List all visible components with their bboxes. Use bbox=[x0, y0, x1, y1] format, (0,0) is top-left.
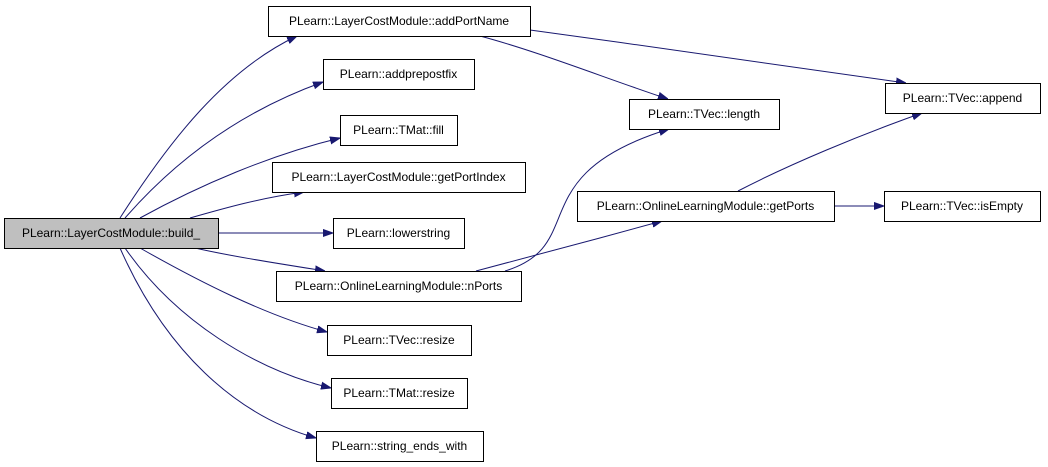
node-box-tvec_isEmpty bbox=[884, 191, 1041, 222]
node-label-tvec_append: PLearn::TVec::append bbox=[903, 91, 1022, 105]
node-box-lowerstring bbox=[333, 218, 465, 249]
node-box-addPortName bbox=[268, 6, 531, 37]
node-box-string_ends_with bbox=[316, 431, 484, 462]
node-box-tvec_length bbox=[629, 99, 780, 130]
edges bbox=[119, 29, 922, 438]
node-label-getPorts: PLearn::OnlineLearningModule::getPorts bbox=[597, 199, 814, 213]
node-box-tvec_resize bbox=[327, 325, 472, 356]
node-label-string_ends_with: PLearn::string_ends_with bbox=[332, 439, 467, 453]
edge-build-to-string_ends_with bbox=[119, 247, 316, 438]
node-box-nPorts bbox=[276, 271, 522, 302]
node-box-getPorts bbox=[577, 191, 835, 222]
node-box-getPortIndex bbox=[272, 162, 526, 193]
edge-addPortName-to-tvec_length bbox=[479, 35, 668, 99]
node-box-tmat_resize bbox=[331, 378, 468, 409]
node-box-tvec_append bbox=[885, 83, 1041, 114]
edge-nPorts-to-getPorts bbox=[475, 221, 662, 272]
node-tmat_fill[interactable]: PLearn::TMat::fill bbox=[340, 115, 458, 146]
edge-nPorts-to-tvec_length bbox=[504, 129, 669, 272]
node-label-tvec_length: PLearn::TVec::length bbox=[648, 107, 760, 121]
node-addprepostfix[interactable]: PLearn::addprepostfix bbox=[323, 59, 475, 90]
node-box-tmat_fill bbox=[340, 115, 458, 146]
node-string_ends_with[interactable]: PLearn::string_ends_with bbox=[316, 431, 484, 462]
edge-getPorts-to-tvec_append bbox=[737, 113, 922, 192]
node-build[interactable]: PLearn::LayerCostModule::build_ bbox=[4, 218, 219, 249]
edge-build-to-getPortIndex bbox=[189, 192, 304, 219]
edge-build-to-tmat_fill bbox=[139, 138, 340, 219]
node-box-addprepostfix bbox=[323, 59, 475, 90]
node-box-build bbox=[4, 218, 219, 249]
node-label-build: PLearn::LayerCostModule::build_ bbox=[22, 226, 200, 240]
node-lowerstring[interactable]: PLearn::lowerstring bbox=[333, 218, 465, 249]
node-label-tvec_resize: PLearn::TVec::resize bbox=[343, 333, 455, 347]
node-tvec_resize[interactable]: PLearn::TVec::resize bbox=[327, 325, 472, 356]
node-label-tmat_resize: PLearn::TMat::resize bbox=[343, 386, 455, 400]
node-tvec_append[interactable]: PLearn::TVec::append bbox=[885, 83, 1041, 114]
node-label-addPortName: PLearn::LayerCostModule::addPortName bbox=[289, 14, 509, 28]
node-getPorts[interactable]: PLearn::OnlineLearningModule::getPorts bbox=[577, 191, 835, 222]
node-tmat_resize[interactable]: PLearn::TMat::resize bbox=[331, 378, 468, 409]
node-label-lowerstring: PLearn::lowerstring bbox=[347, 226, 450, 240]
node-getPortIndex[interactable]: PLearn::LayerCostModule::getPortIndex bbox=[272, 162, 526, 193]
edge-build-to-nPorts bbox=[194, 247, 325, 271]
edge-build-to-addprepostfix bbox=[124, 82, 323, 219]
nodes: PLearn::LayerCostModule::build_ PLearn::L… bbox=[4, 6, 1041, 462]
edge-build-to-addPortName bbox=[119, 36, 297, 219]
edge-build-to-tmat_resize bbox=[124, 247, 331, 388]
node-nPorts[interactable]: PLearn::OnlineLearningModule::nPorts bbox=[276, 271, 522, 302]
edge-build-to-tvec_resize bbox=[139, 247, 327, 332]
node-addPortName[interactable]: PLearn::LayerCostModule::addPortName bbox=[268, 6, 531, 37]
edge-addPortName-to-tvec_append bbox=[529, 29, 906, 83]
node-label-tmat_fill: PLearn::TMat::fill bbox=[353, 123, 444, 137]
node-tvec_length[interactable]: PLearn::TVec::length bbox=[629, 99, 780, 130]
node-tvec_isEmpty[interactable]: PLearn::TVec::isEmpty bbox=[884, 191, 1041, 222]
node-label-tvec_isEmpty: PLearn::TVec::isEmpty bbox=[901, 199, 1023, 213]
node-label-addprepostfix: PLearn::addprepostfix bbox=[340, 67, 457, 81]
node-label-nPorts: PLearn::OnlineLearningModule::nPorts bbox=[295, 279, 502, 293]
node-label-getPortIndex: PLearn::LayerCostModule::getPortIndex bbox=[291, 170, 505, 184]
